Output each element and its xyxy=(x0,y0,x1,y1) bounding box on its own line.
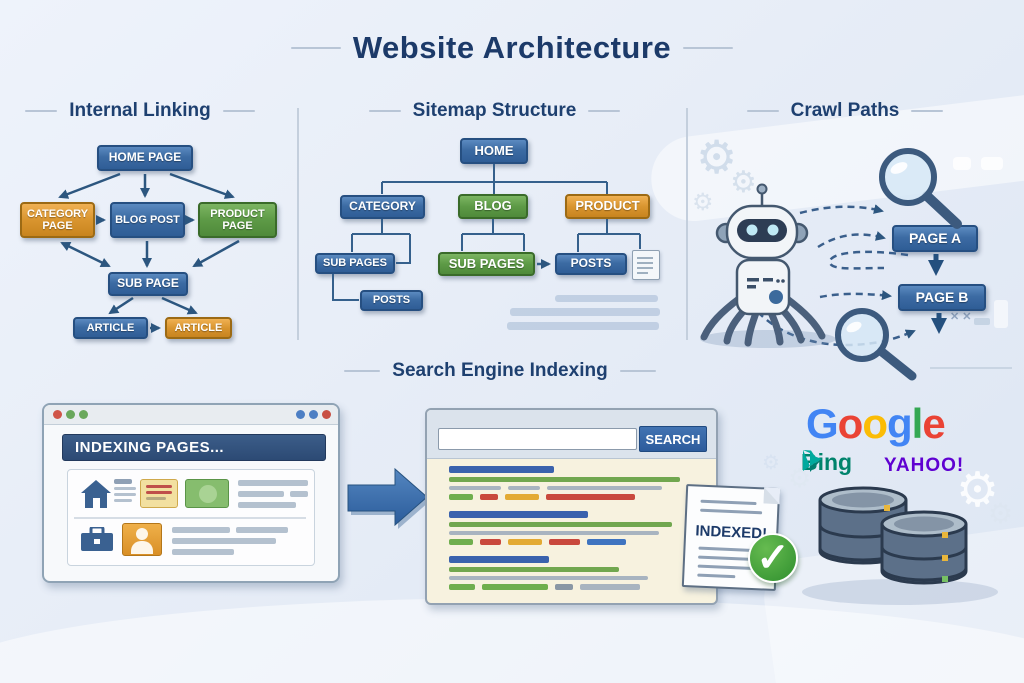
google-letter: g xyxy=(886,400,913,447)
node-sitemap-home: HOME xyxy=(460,138,528,164)
indexing-title: Search Engine Indexing xyxy=(392,360,608,381)
result-desc-row xyxy=(449,576,711,580)
result-desc-row xyxy=(449,486,711,490)
result-desc-row xyxy=(449,531,711,535)
section-divider xyxy=(686,108,688,340)
browser-titlebar xyxy=(44,405,338,425)
google-letter: l xyxy=(911,400,924,447)
placeholder-bar xyxy=(290,491,308,497)
search-results-list xyxy=(449,466,711,601)
result-title-bar xyxy=(449,556,549,563)
internal-linking-arrows xyxy=(58,172,240,333)
window-dot-green[interactable] xyxy=(79,410,88,419)
placeholder-bar xyxy=(114,479,132,484)
browser-content-card xyxy=(67,469,315,566)
placeholder-bar xyxy=(172,538,276,544)
node-sitemap-blog: BLOG xyxy=(458,194,528,219)
window-dot-red[interactable] xyxy=(322,410,331,419)
google-logo: Google xyxy=(806,400,946,448)
node-sitemap-product: PRODUCT xyxy=(565,194,650,219)
placeholder-bar xyxy=(172,549,234,555)
node-home-page: HOME PAGE xyxy=(97,145,193,171)
page-fold xyxy=(763,487,781,505)
database-stack-icons xyxy=(802,486,998,605)
internal-linking-title-row: Internal Linking xyxy=(10,100,270,122)
node-sitemap-category: CATEGORY xyxy=(340,195,425,219)
bing-icon xyxy=(803,450,822,472)
internal-linking-title: Internal Linking xyxy=(69,100,211,121)
thumbnail-card-yellow xyxy=(140,479,178,508)
briefcase-icon xyxy=(81,527,113,551)
node-sub-page: SUB PAGE xyxy=(108,272,188,296)
main-title-row: Website Architecture xyxy=(0,30,1024,66)
google-letter: o xyxy=(862,400,888,447)
node-category-page: CATEGORY PAGE xyxy=(20,202,95,238)
browser-window: INDEXING PAGES... xyxy=(42,403,340,583)
result-url-bar xyxy=(449,477,680,482)
profile-card-orange xyxy=(122,523,162,556)
result-tags-row xyxy=(449,494,711,500)
window-dot-red[interactable] xyxy=(53,410,62,419)
placeholder-bar xyxy=(238,480,308,486)
result-title-bar xyxy=(449,466,554,473)
placeholder-bar xyxy=(114,487,136,490)
search-result xyxy=(449,556,711,590)
yahoo-logo: YAHOO! xyxy=(884,455,965,476)
node-blog-subpages: SUB PAGES xyxy=(438,252,535,276)
home-icon xyxy=(81,480,111,508)
result-title-bar xyxy=(449,511,588,518)
node-page-a: PAGE A xyxy=(892,225,978,252)
placeholder-bar xyxy=(172,527,230,533)
node-blog-post: BLOG POST xyxy=(110,202,185,238)
sitemap-title-row: Sitemap Structure xyxy=(352,100,637,122)
magnifier-icon-top xyxy=(879,148,962,229)
google-letter: G xyxy=(806,400,839,447)
node-page-b: PAGE B xyxy=(898,284,986,311)
placeholder-bar xyxy=(238,502,296,508)
node-article-right: ARTICLE xyxy=(165,317,232,339)
node-category-subpages: SUB PAGES xyxy=(315,253,395,274)
placeholder-bar xyxy=(114,499,132,502)
placeholder-bar xyxy=(236,527,288,533)
window-dot-blue[interactable] xyxy=(296,410,305,419)
node-product-page: PRODUCT PAGE xyxy=(198,202,277,238)
search-bar-area: SEARCH xyxy=(427,410,716,459)
crawl-title-row: Crawl Paths xyxy=(725,100,965,122)
section-divider xyxy=(297,108,299,340)
bing-logo: Bing xyxy=(801,449,852,476)
crawl-title: Crawl Paths xyxy=(790,100,900,121)
robot-crawler-icon xyxy=(700,183,836,348)
flow-arrow xyxy=(347,467,430,529)
node-category-posts: POSTS xyxy=(360,290,423,311)
crawl-solid-arrows xyxy=(928,254,947,334)
result-url-bar xyxy=(449,567,620,572)
placeholder-bar xyxy=(238,491,284,497)
node-product-posts: POSTS xyxy=(555,253,627,275)
result-tags-row xyxy=(449,539,711,545)
window-dot-green[interactable] xyxy=(66,410,75,419)
thumbnail-card-green xyxy=(185,479,229,508)
placeholder-bar xyxy=(114,493,136,496)
indexing-banner: INDEXING PAGES... xyxy=(62,434,326,461)
google-letter: e xyxy=(922,400,945,447)
google-letter: o xyxy=(837,400,864,447)
node-article-left: ARTICLE xyxy=(73,317,148,339)
search-result xyxy=(449,511,711,545)
bing-text: Bing xyxy=(801,449,853,475)
search-button[interactable]: SEARCH xyxy=(639,426,707,452)
sitemap-tree-lines xyxy=(332,164,641,301)
magnifier-icon-bottom xyxy=(835,308,917,381)
sitemap-title: Sitemap Structure xyxy=(412,100,577,121)
indexing-title-row: Search Engine Indexing xyxy=(340,360,660,382)
page-title: Website Architecture xyxy=(352,30,672,65)
search-engine-window: SEARCH xyxy=(425,408,718,605)
search-input[interactable] xyxy=(438,428,637,450)
checkmark-icon: ✓ xyxy=(748,533,798,583)
result-url-bar xyxy=(449,522,672,527)
search-result xyxy=(449,466,711,500)
window-dot-blue[interactable] xyxy=(309,410,318,419)
result-tags-row xyxy=(449,584,711,590)
